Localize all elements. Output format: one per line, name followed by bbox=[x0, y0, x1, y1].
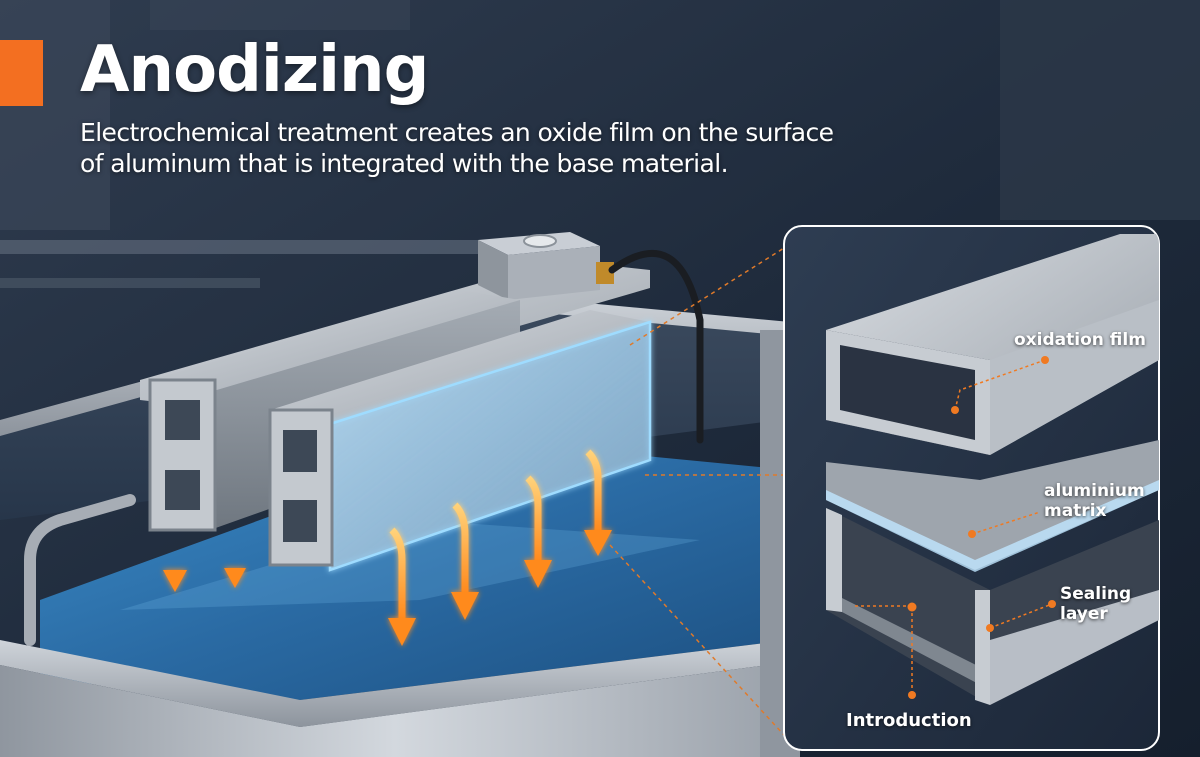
right-profile-end-slot bbox=[283, 430, 317, 472]
current-arrow-head bbox=[163, 570, 187, 592]
title-accent-bar bbox=[0, 40, 43, 106]
electrolyte-water bbox=[40, 440, 790, 700]
back-wall-panel bbox=[150, 0, 410, 30]
page-title: Anodizing bbox=[80, 33, 429, 107]
wall-rail bbox=[0, 278, 260, 288]
callout-line: layer bbox=[1060, 604, 1108, 624]
back-wall-panel bbox=[0, 0, 110, 230]
current-arrow-head bbox=[388, 618, 416, 646]
detail-top-profile-top-face bbox=[990, 300, 1159, 455]
current-arrow bbox=[525, 475, 542, 560]
detail-bottom-front-wall bbox=[975, 590, 990, 705]
current-arrow bbox=[389, 527, 406, 618]
control-box-side bbox=[508, 246, 600, 300]
callout-line: aluminium bbox=[1044, 481, 1145, 501]
power-cable bbox=[608, 249, 704, 444]
window-frame bbox=[1000, 0, 1200, 220]
current-arrow-head bbox=[224, 568, 246, 588]
left-profile-end-slot bbox=[165, 470, 200, 510]
tank-front-rim bbox=[0, 640, 790, 727]
detail-bottom-rail bbox=[990, 590, 1159, 705]
callout-sealing-layer: Sealing layer bbox=[1060, 584, 1131, 624]
right-profile-top bbox=[270, 310, 650, 424]
callout-line: Sealing bbox=[1060, 584, 1132, 604]
current-arrow bbox=[452, 502, 469, 592]
detail-matrix-edge bbox=[826, 480, 1159, 572]
callout-aluminium-matrix: aluminium matrix bbox=[1044, 481, 1145, 521]
callout-oxidation-film: oxidation film bbox=[1014, 330, 1146, 350]
current-arrow bbox=[585, 449, 602, 530]
inlet-pipe bbox=[24, 494, 136, 646]
right-profile-end-slot bbox=[283, 500, 317, 542]
control-box-front bbox=[478, 240, 508, 300]
detail-top-profile-section bbox=[826, 330, 990, 455]
control-box-button bbox=[523, 234, 557, 248]
callout-leaders bbox=[855, 359, 1053, 695]
cable-fitting bbox=[596, 262, 614, 284]
subtitle-line: Electrochemical treatment creates an oxi… bbox=[80, 118, 834, 147]
page-subtitle: Electrochemical treatment creates an oxi… bbox=[80, 117, 980, 179]
left-profile-top bbox=[150, 290, 520, 392]
callout-line: matrix bbox=[1044, 501, 1107, 521]
current-arrow-head bbox=[451, 592, 479, 620]
left-profile-end-slot bbox=[165, 400, 200, 440]
callout-introduction: Introduction bbox=[846, 710, 972, 731]
wall-rail bbox=[0, 240, 480, 254]
current-arrow-head bbox=[524, 560, 552, 588]
leader-lines bbox=[609, 247, 785, 736]
tank-front-wall bbox=[0, 662, 790, 757]
callout-dots bbox=[907, 356, 1056, 699]
current-arrow-head bbox=[584, 530, 612, 556]
subtitle-line: of aluminum that is integrated with the … bbox=[80, 149, 729, 178]
current-arrows bbox=[163, 449, 612, 646]
water-reflection bbox=[120, 520, 700, 610]
detail-bottom-wall bbox=[826, 508, 842, 612]
